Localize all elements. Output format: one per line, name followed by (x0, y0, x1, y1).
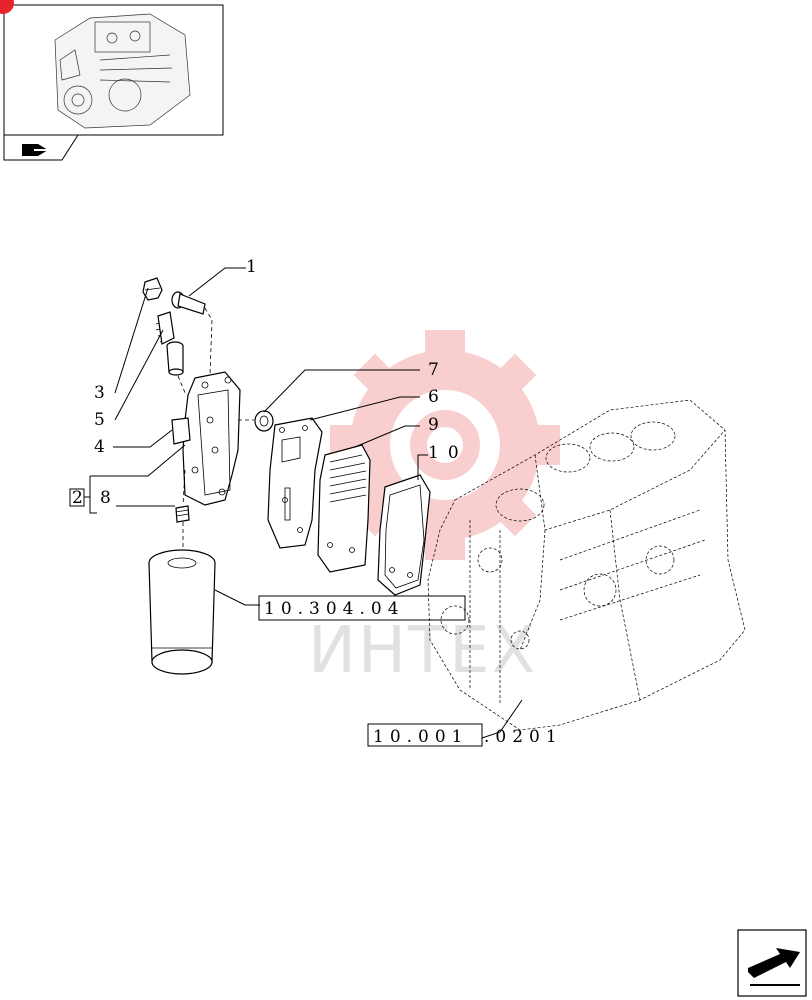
engine-reference-suffix-text: .0201 (484, 727, 563, 747)
callout-10[interactable]: 10 (428, 443, 468, 463)
engine-reference-link[interactable]: 10.001 .0201 (367, 723, 563, 747)
plug-part[interactable] (142, 277, 163, 301)
gasket-2-part[interactable] (377, 474, 431, 596)
callout-2[interactable]: 2 (72, 488, 83, 508)
engine-reference-box-text: 10.001 (373, 727, 468, 747)
next-page-arrow-icon (748, 948, 800, 986)
callout-3[interactable]: 3 (94, 383, 105, 403)
engine-block (427, 399, 746, 731)
callout-7[interactable]: 7 (428, 360, 439, 380)
watermark-text: ИНТЕХ (308, 614, 537, 688)
callout-5[interactable]: 5 (94, 410, 105, 430)
callout-1[interactable]: 1 (246, 257, 257, 277)
gasket-part[interactable] (267, 417, 323, 549)
engine-thumbnail-sketch (54, 13, 191, 129)
filter-reference-link[interactable]: 10.304.04 (258, 595, 466, 621)
callout-2-box (69, 488, 85, 507)
bolt-part[interactable] (171, 291, 213, 376)
corner-marker-icon (0, 0, 14, 14)
filter-reference-text: 10.304.04 (264, 599, 405, 619)
valve-part[interactable] (166, 341, 187, 396)
nipple-part[interactable] (175, 505, 190, 523)
swoosh-arrow-icon (22, 144, 54, 156)
engine-thumbnail[interactable] (3, 4, 224, 136)
seal-ring-part[interactable] (238, 410, 274, 432)
callout-9[interactable]: 9 (428, 415, 439, 435)
heat-exchanger-part[interactable] (317, 444, 371, 573)
leader-lines (84, 267, 523, 739)
callout-8[interactable]: 8 (100, 488, 111, 508)
spring-part[interactable] (155, 311, 175, 345)
thumbnail-nav-tab[interactable] (3, 134, 79, 161)
callout-4[interactable]: 4 (94, 437, 105, 457)
callout-6[interactable]: 6 (428, 387, 439, 407)
oil-filter[interactable] (148, 522, 216, 675)
oil-cooler-housing[interactable] (171, 371, 241, 506)
next-page-button[interactable] (737, 929, 807, 997)
